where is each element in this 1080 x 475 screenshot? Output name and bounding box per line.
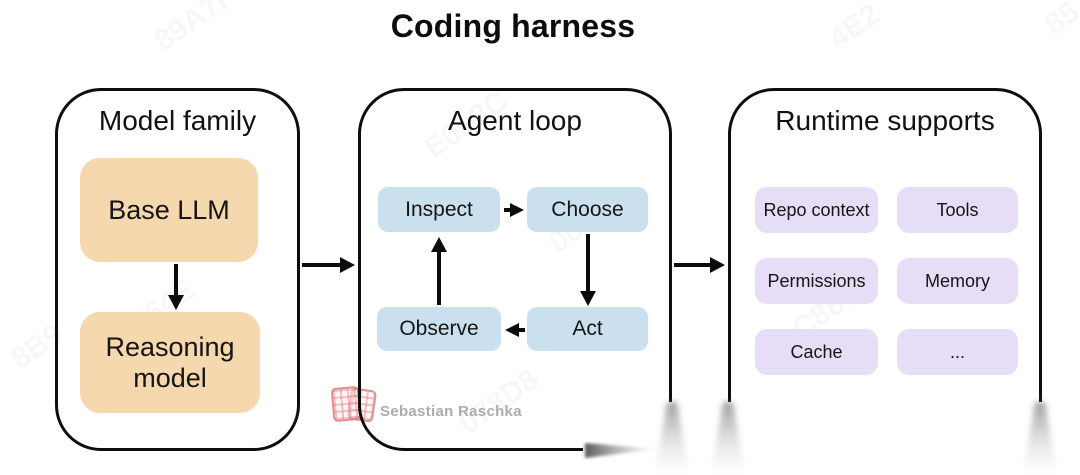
group-label-runtime-supports: Runtime supports [775, 105, 995, 136]
group-label-agent-loop: Agent loop [448, 105, 582, 136]
node-inspect: Inspect [378, 187, 500, 232]
arrow-model-to-agent [302, 257, 355, 273]
node-observe: Observe [377, 307, 501, 351]
page-title: Coding harness [390, 8, 636, 44]
runtime-supports-grid: Repo context Tools Permissions Memory Ca… [755, 187, 1018, 375]
watermark-fragment: 85 [1039, 0, 1080, 42]
signature-text: Sebastian Raschka [380, 403, 522, 420]
runtime-item-repo-context: Repo context [755, 187, 878, 233]
stamp-leaf-front [330, 385, 362, 423]
node-choose: Choose [527, 187, 648, 232]
runtime-item-tools: Tools [897, 187, 1018, 233]
runtime-item-ellipsis: ... [897, 329, 1018, 375]
node-act: Act [527, 307, 648, 351]
group-box-model-family: Model family [55, 88, 300, 451]
runtime-item-memory: Memory [897, 258, 1018, 304]
group-box-agent-loop: Agent loop [358, 88, 672, 451]
node-reasoning-model: Reasoning model [80, 312, 260, 413]
group-label-model-family: Model family [98, 105, 257, 136]
runtime-item-cache: Cache [755, 329, 878, 375]
arrow-agent-to-runtime [674, 257, 725, 273]
runtime-item-permissions: Permissions [755, 258, 878, 304]
node-base-llm: Base LLM [80, 158, 258, 262]
